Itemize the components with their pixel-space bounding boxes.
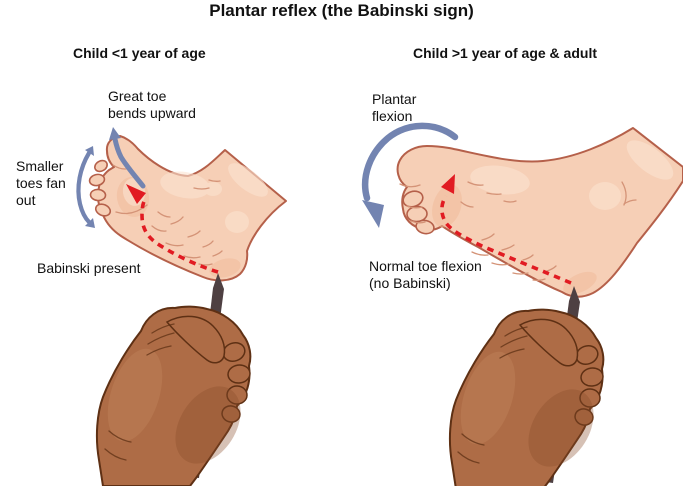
smaller-toes-label: Smaller toes fan out — [16, 158, 66, 208]
dorsiflexion-arrow-icon — [109, 127, 146, 189]
examiner-hand-right — [448, 308, 609, 486]
plantar-flexion-label: Plantar flexion — [372, 91, 417, 124]
left-case-heading: Child <1 year of age — [73, 45, 206, 61]
reflex-stroke-path-left — [126, 184, 219, 274]
babinski-present-label: Babinski present — [37, 260, 141, 276]
toe-fan-arrow-icon — [76, 146, 95, 228]
right-foot-illustration — [396, 127, 683, 298]
reflex-stroke-path-right — [440, 174, 572, 285]
normal-flexion-label: Normal toe flexion (no Babinski) — [369, 258, 482, 291]
examiner-hand-left — [95, 305, 252, 486]
diagram-title: Plantar reflex (the Babinski sign) — [209, 1, 474, 20]
right-case-heading: Child >1 year of age & adult — [413, 45, 597, 61]
left-foot-illustration — [88, 135, 287, 282]
great-toe-label: Great toe bends upward — [108, 88, 196, 121]
plantar-flexion-arrow-icon — [361, 122, 459, 228]
